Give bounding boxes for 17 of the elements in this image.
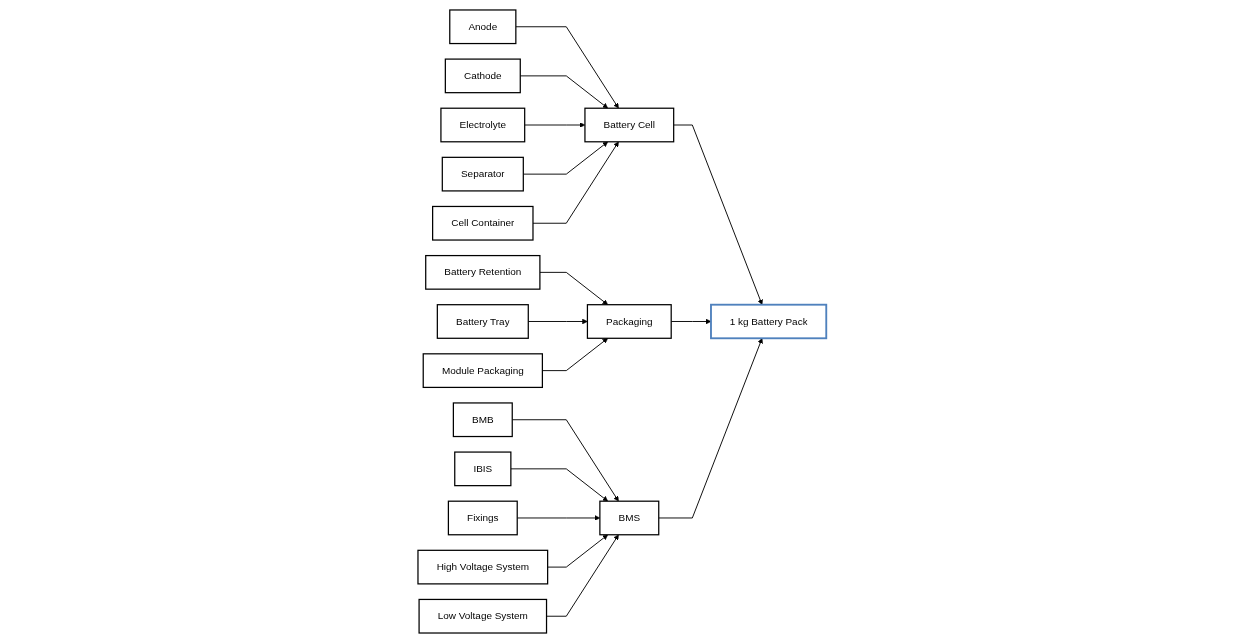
node-box: BMS xyxy=(599,500,660,536)
node-box: Battery Retention xyxy=(424,254,541,290)
node-box: Low Voltage System xyxy=(418,598,548,634)
node-box: Cathode xyxy=(444,58,521,94)
node-box: Electrolyte xyxy=(440,107,526,143)
node-box: Cell Container xyxy=(431,205,534,241)
node-box: Battery Cell xyxy=(584,107,675,143)
node-box: Module Packaging xyxy=(422,353,543,388)
node-box: IBIS xyxy=(454,451,512,487)
node-box: High Voltage System xyxy=(417,549,549,585)
node-box: 1 kg Battery Pack xyxy=(709,303,828,340)
node-box: Separator xyxy=(441,156,524,192)
node-box: BMB xyxy=(452,402,513,438)
node-box: Packaging xyxy=(586,304,672,339)
node-box: Anode xyxy=(449,9,517,45)
node-box: Fixings xyxy=(447,500,518,536)
node-box: Battery Tray xyxy=(436,304,529,339)
